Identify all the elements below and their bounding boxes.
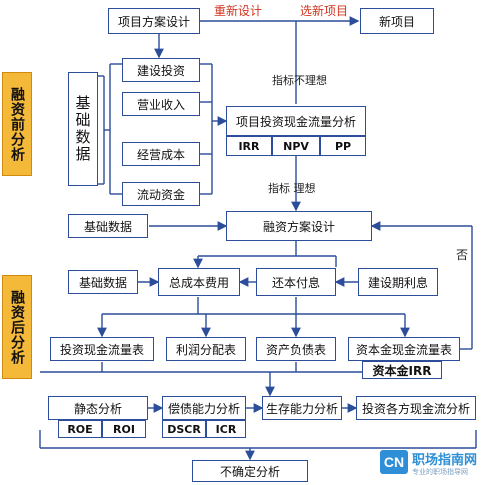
basic-data-box-2: 基础数据 (68, 270, 138, 294)
profit-distribution-table-box: 利润分配表 (166, 337, 246, 361)
basic-data-vertical-label: 基础数据 (73, 95, 92, 163)
pp-metric: PP (320, 136, 366, 156)
construction-investment-box: 建设投资 (122, 58, 200, 82)
uncertainty-analysis-box: 不确定分析 (192, 460, 308, 482)
basic-data-vertical-box: 基础数据 (68, 72, 98, 186)
redesign-label: 重新设计 (214, 4, 263, 18)
indicator-satisfactory-label: 指标 理想 (268, 182, 316, 195)
repayment-box: 还本付息 (256, 268, 336, 296)
indicator-unsatisfactory-label: 指标不理想 (272, 74, 327, 87)
no-label: 否 (456, 248, 469, 262)
watermark-name: 职场指南网 (412, 453, 478, 468)
roe-metric: ROE (58, 420, 102, 438)
survival-ability-analysis-box: 生存能力分析 (262, 396, 342, 420)
roi-metric: ROI (102, 420, 146, 438)
watermark-subtitle: 专业的职场指导网 (412, 468, 468, 476)
watermark-logo: CN 职场指南网 专业的职场指导网 (380, 446, 490, 480)
icr-metric: ICR (206, 420, 246, 438)
project-plan-design-box: 项目方案设计 (108, 8, 200, 34)
new-project-box: 新项目 (360, 8, 434, 34)
npv-metric: NPV (272, 136, 320, 156)
basic-data-box-1: 基础数据 (68, 214, 148, 238)
construction-period-interest-box: 建设期利息 (358, 268, 438, 296)
total-cost-box: 总成本费用 (158, 268, 240, 296)
dscr-metric: DSCR (162, 420, 206, 438)
watermark-badge: CN (380, 450, 408, 474)
financing-plan-design-box: 融资方案设计 (226, 211, 372, 241)
operating-cost-box: 经营成本 (122, 142, 200, 166)
capital-cashflow-table-box: 资本金现金流量表 (348, 337, 460, 361)
select-new-project-label: 选新项目 (300, 4, 349, 18)
section-post-financing: 融资后分析 (2, 275, 32, 379)
solvency-analysis-box: 偿债能力分析 (162, 396, 246, 420)
investment-cashflow-table-box: 投资现金流量表 (50, 337, 154, 361)
capital-irr-box: 资本金IRR (362, 361, 442, 379)
operating-revenue-box: 营业收入 (122, 92, 200, 116)
balance-sheet-box: 资产负债表 (256, 337, 336, 361)
project-investment-cashflow-analysis-box: 项目投资现金流量分析 (226, 106, 366, 136)
working-capital-box: 流动资金 (122, 182, 200, 206)
static-analysis-box: 静态分析 (48, 396, 148, 420)
investor-cashflow-analysis-box: 投资各方现金流分析 (356, 396, 476, 420)
irr-metric: IRR (226, 136, 272, 156)
section-pre-financing: 融资前分析 (2, 72, 32, 176)
